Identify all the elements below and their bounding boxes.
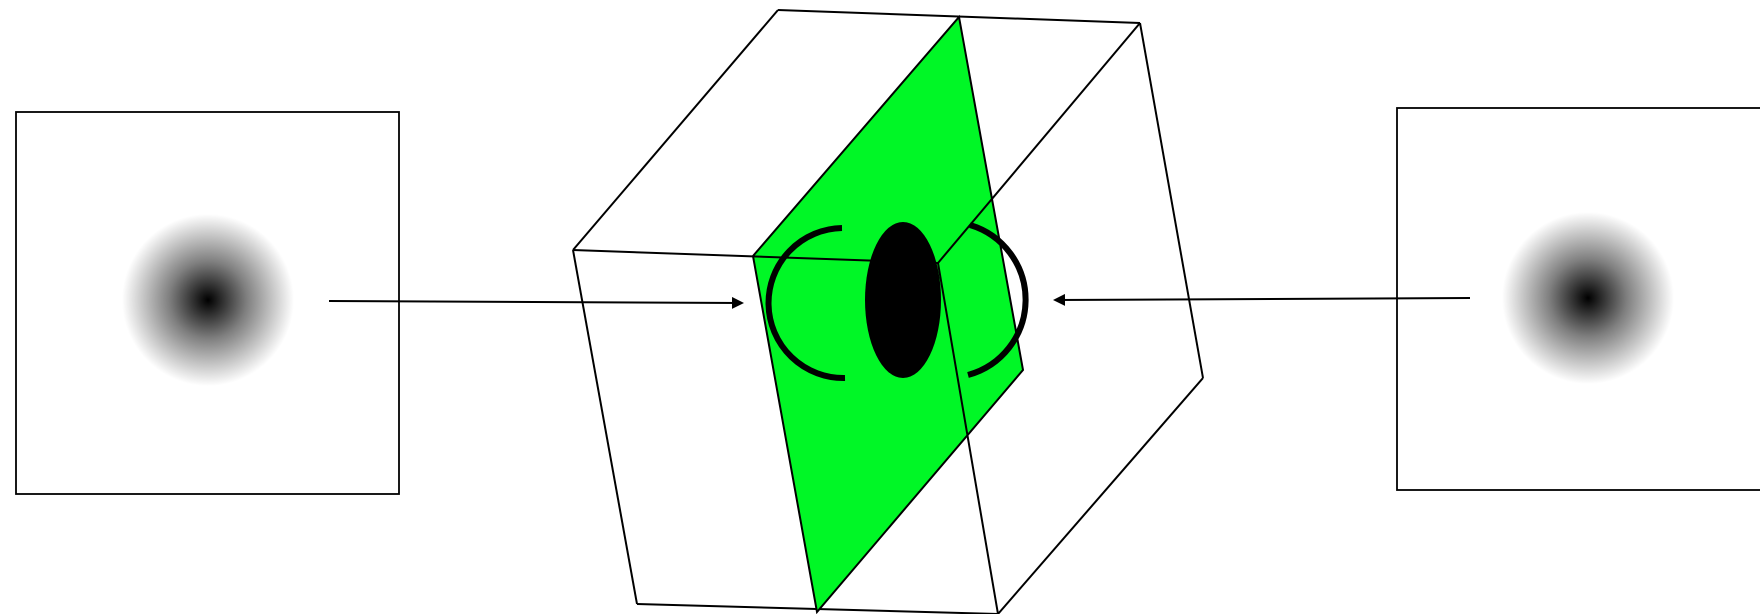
cube-edge xyxy=(937,262,999,614)
center-cube-group xyxy=(572,9,1204,614)
cube-edge xyxy=(572,249,638,605)
left-blur-spot xyxy=(122,214,294,386)
left-bracket-arc xyxy=(765,225,846,382)
cube-edge xyxy=(572,9,779,251)
arrows xyxy=(328,293,1471,309)
cube-edge xyxy=(1139,22,1204,379)
left-panel xyxy=(15,111,400,495)
left-arrow xyxy=(328,296,744,309)
cube-edge xyxy=(997,377,1204,614)
right-blur-spot xyxy=(1502,212,1674,384)
right-arrow xyxy=(1053,293,1471,306)
left-panel-frame xyxy=(15,111,400,495)
black-ellipse xyxy=(865,222,941,378)
right-bracket-arc xyxy=(967,222,1029,378)
